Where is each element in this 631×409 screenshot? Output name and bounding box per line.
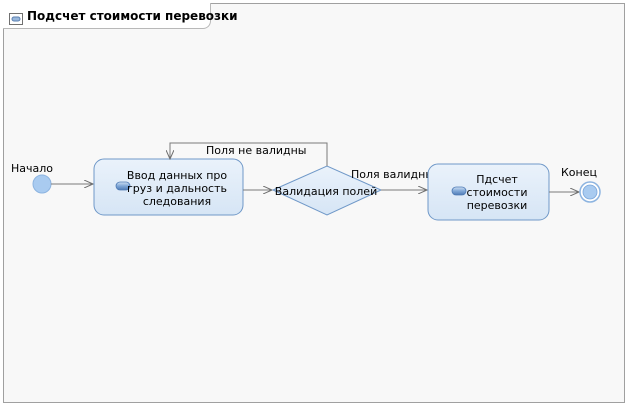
action-input-line1: Ввод данных про <box>127 169 227 182</box>
diagram-title-tab[interactable]: Подсчет стоимости перевозки <box>3 3 238 29</box>
action-icon <box>115 181 131 191</box>
action-calc-line2: стоимости <box>467 186 528 199</box>
final-node-label: Конец <box>561 166 597 179</box>
action-calculate-cost[interactable]: Пдсчет стоимости перевозки <box>427 163 550 221</box>
edge-invalid-loop[interactable] <box>170 142 328 166</box>
final-node[interactable] <box>579 181 601 203</box>
decision-validation[interactable]: Валидация полей <box>271 165 383 216</box>
action-calc-line3: перевозки <box>467 199 528 212</box>
edge-invalid-label: Поля не валидны <box>206 144 307 157</box>
activity-diagram-icon <box>9 10 23 25</box>
action-input-line3: следования <box>143 195 211 208</box>
diagram-title: Подсчет стоимости перевозки <box>27 8 238 23</box>
initial-node[interactable] <box>32 174 52 194</box>
action-input-data[interactable]: Ввод данных про груз и дальность следова… <box>93 158 244 216</box>
action-icon <box>451 186 467 196</box>
edge-valid-label: Поля валидны <box>351 168 434 181</box>
action-calc-line1: Пдсчет <box>476 173 518 186</box>
action-input-line2: груз и дальность <box>127 182 227 195</box>
decision-label: Валидация полей <box>275 185 377 198</box>
initial-node-label: Начало <box>11 162 53 175</box>
